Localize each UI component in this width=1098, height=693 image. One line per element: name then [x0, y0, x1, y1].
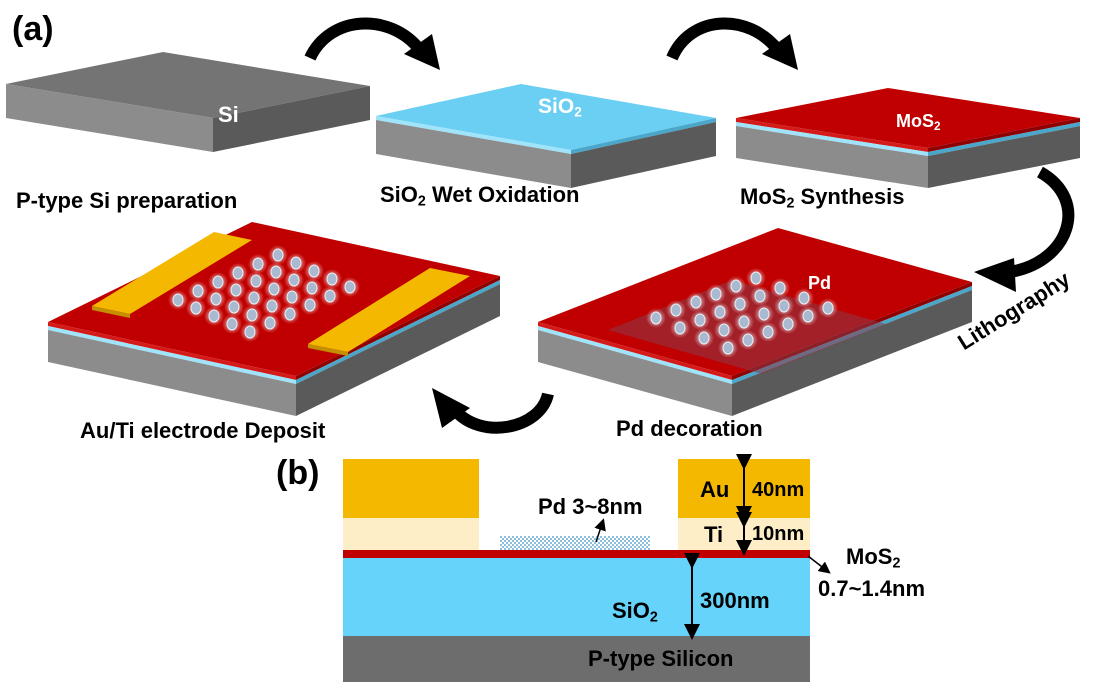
au-thickness: 40nm	[752, 479, 805, 501]
layer-label-sio2: SiO2	[538, 95, 582, 120]
arrow-step3-to-step4	[974, 166, 1075, 292]
ti-label: Ti	[704, 522, 724, 547]
slab-sio2	[376, 84, 716, 188]
step-caption-pd-decoration: Pd decoration	[616, 416, 763, 441]
layer-sio2	[343, 558, 810, 636]
step-caption-si: P-type Si preparation	[16, 188, 238, 213]
slab-si	[6, 52, 370, 152]
sio2-label: SiO2	[612, 598, 658, 626]
slab-mos2	[736, 88, 1080, 188]
step-caption-electrode: Au/Ti electrode Deposit	[80, 418, 326, 443]
step-caption-oxidation: SiO2 Wet Oxidation	[380, 182, 580, 210]
ti-thickness: 10nm	[752, 523, 805, 545]
layer-au-left	[343, 459, 479, 518]
layer-mos2	[343, 550, 810, 558]
panel-b-label: (b)	[276, 454, 320, 492]
arrow-step2-to-step3	[666, 17, 798, 70]
step-caption-synthesis: MoS2 Synthesis	[740, 184, 905, 212]
arrow-step1-to-step2	[304, 17, 440, 70]
layer-ti-left	[343, 518, 479, 550]
mos2-thickness: 0.7~1.4nm	[818, 576, 926, 601]
au-label: Au	[700, 477, 730, 502]
mos2-pointer	[807, 555, 831, 574]
slab-pd-decoration	[538, 228, 972, 416]
layer-label-si: Si	[218, 102, 239, 127]
layer-label-pd: Pd	[808, 273, 832, 293]
si-substrate-label: P-type Silicon	[588, 646, 734, 671]
pd-nanoparticles	[500, 536, 650, 550]
pd-particle-cluster	[646, 268, 838, 358]
arrow-step4-to-step5	[432, 388, 554, 434]
pd-thickness-label: Pd 3~8nm	[538, 494, 643, 519]
cross-section	[343, 454, 831, 682]
layer-si	[343, 636, 810, 682]
pd-particle-cluster	[168, 245, 360, 342]
slab-electrode	[48, 222, 500, 416]
layer-label-mos2: MoS2	[896, 111, 941, 133]
panel-a-label: (a)	[12, 10, 54, 48]
mos2-label: MoS2	[846, 544, 901, 572]
pd-pointer	[594, 518, 606, 543]
sio2-thickness: 300nm	[700, 588, 770, 613]
